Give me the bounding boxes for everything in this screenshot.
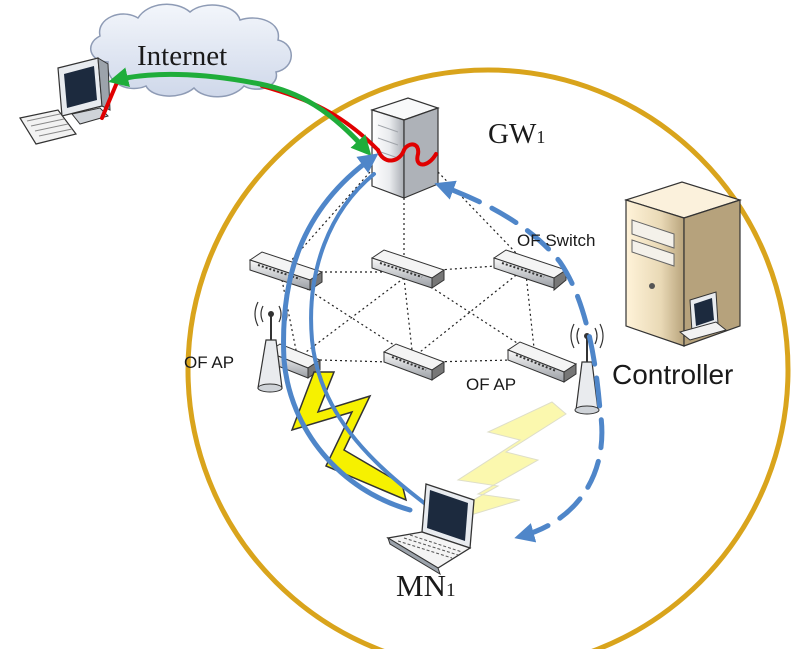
workstation-icon: [19, 57, 111, 145]
of-switch-icon: [248, 251, 324, 291]
gateway-label-text: GW: [488, 118, 537, 150]
of-switch-icon: [382, 343, 446, 381]
gateway-label-subscript: 1: [536, 127, 546, 147]
handover-path: [309, 172, 438, 514]
mobile-node-label-text: MN: [396, 568, 446, 603]
of-switch-icon: [492, 249, 568, 292]
controller-server-icon: [624, 181, 742, 347]
new-path: [108, 67, 372, 156]
domain-circle: [185, 67, 791, 654]
of-switch-icon: [370, 249, 446, 289]
controller-label: Controller: [612, 359, 734, 390]
of-ap-right-label: OF AP: [466, 375, 517, 394]
internet-label: Internet: [137, 40, 228, 72]
mobile-node-label: MN1: [396, 570, 456, 601]
of-switch-label: OF Switch: [517, 231, 596, 250]
gateway-label: GW1: [488, 120, 545, 149]
gateway-server-icon: [370, 97, 440, 199]
of-ap-left-label: OF AP: [184, 353, 235, 372]
handover-path-dashed: [434, 180, 605, 543]
mobile-node-label-subscript: 1: [445, 580, 456, 601]
handover-path: [281, 153, 413, 513]
laptop-icon: [386, 483, 475, 576]
of-switch-icon: [506, 341, 578, 383]
access-point-icon: [254, 301, 288, 393]
